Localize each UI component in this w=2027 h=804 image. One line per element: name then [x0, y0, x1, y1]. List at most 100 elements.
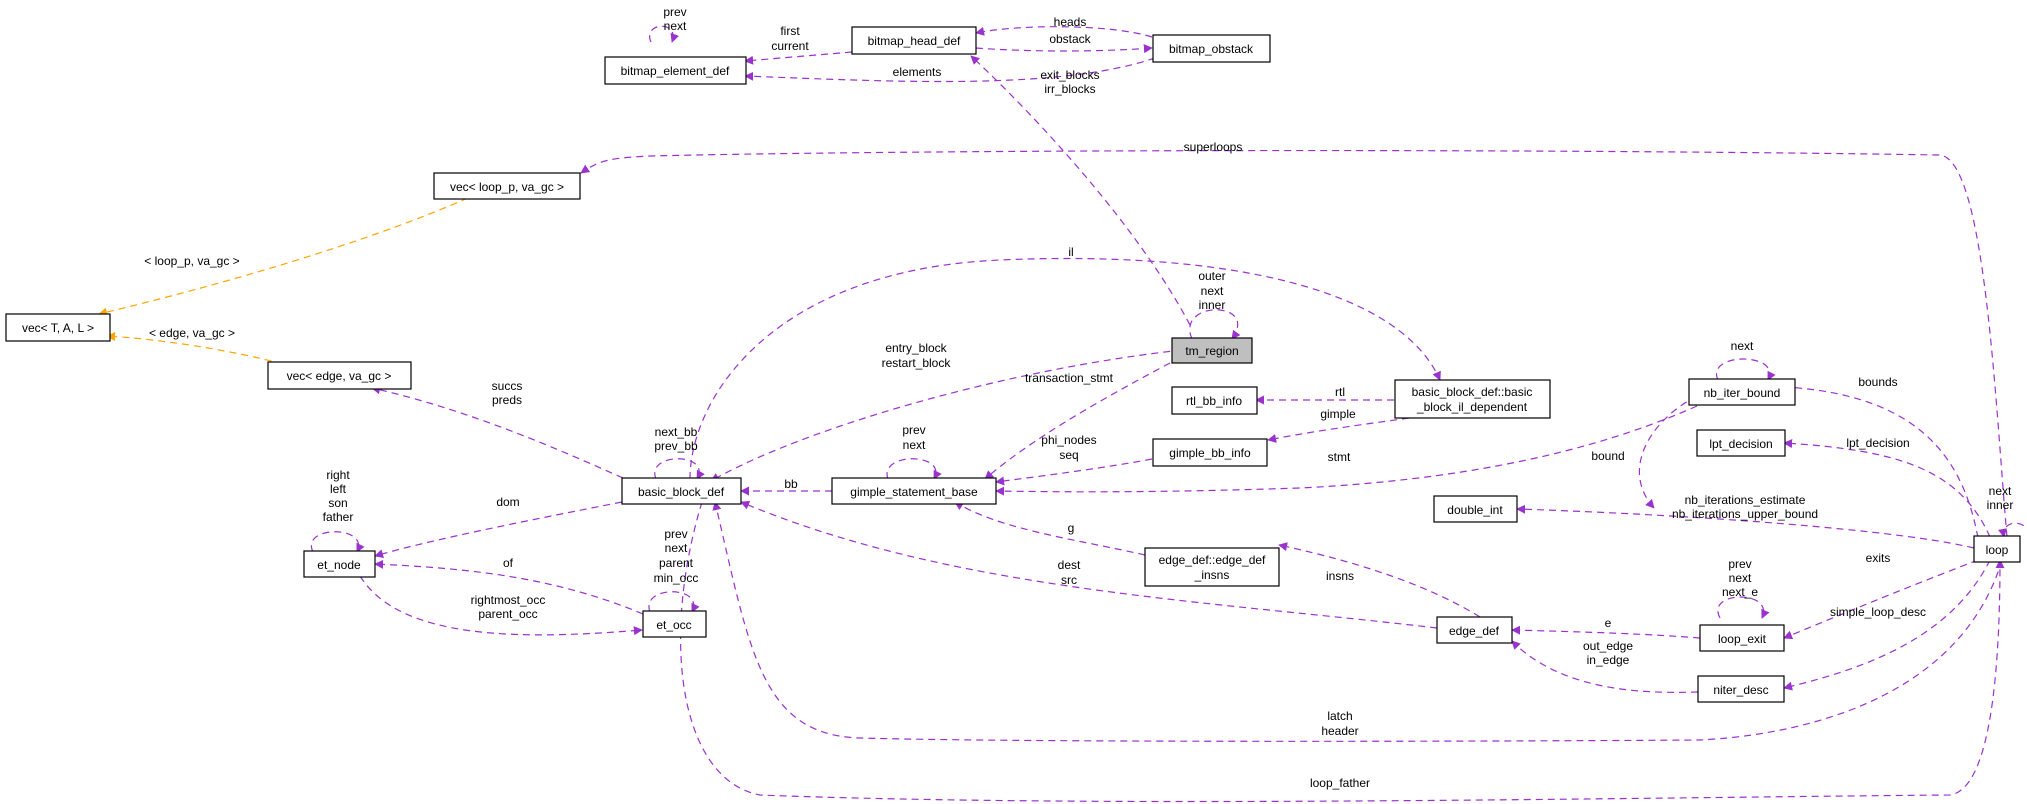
- edge-nb-self: [1715, 358, 1776, 381]
- node-tm-region[interactable]: tm_region: [1171, 337, 1253, 364]
- edge-bb-self: [654, 458, 705, 480]
- node-gimple-statement-base[interactable]: gimple_statement_base: [831, 477, 997, 505]
- edge-first-current: [744, 51, 853, 65]
- label-bound: bound: [1591, 449, 1624, 463]
- edge-entry-restart: [710, 349, 1183, 482]
- node-lpt-decision[interactable]: lpt_decision: [1696, 429, 1786, 457]
- edge-nb-estimate: [1516, 504, 1975, 549]
- node-rtl-bb-info[interactable]: rtl_bb_info: [1171, 386, 1258, 415]
- edge-of: [374, 559, 644, 615]
- node-nb-iter-bound[interactable]: nb_iter_bound: [1688, 378, 1796, 406]
- svg-text:rtl_bb_info: rtl_bb_info: [1186, 394, 1242, 408]
- svg-text:et_occ: et_occ: [656, 618, 691, 632]
- svg-text:nb_iter_bound: nb_iter_bound: [1704, 386, 1781, 400]
- edge-rightmost-parent: [359, 575, 643, 636]
- label-nb-next: next: [1731, 339, 1754, 353]
- edge-tm-self: [1189, 309, 1241, 340]
- node-basic-block-def[interactable]: basic_block_def: [621, 477, 742, 505]
- edge-g: [954, 501, 1146, 556]
- label-transaction-stmt: transaction_stmt: [1025, 371, 1114, 385]
- edge-et-self: [310, 531, 365, 553]
- edge-gsb-self: [886, 458, 942, 480]
- node-et-node[interactable]: et_node: [303, 550, 376, 578]
- edge-e: [1511, 625, 1701, 639]
- edge-vec-loop-tmpl: [98, 197, 469, 317]
- svg-text:edge_def: edge_def: [1449, 624, 1500, 638]
- node-basic-block-il-dependent[interactable]: basic_block_def::basic _block_il_depende…: [1394, 379, 1551, 419]
- svg-text:vec< T, A, L >: vec< T, A, L >: [22, 321, 94, 335]
- svg-text:tm_region: tm_region: [1185, 344, 1238, 358]
- svg-text:loop_exit: loop_exit: [1718, 632, 1767, 646]
- node-edge-def-insns[interactable]: edge_def::edge_def _insns: [1144, 547, 1280, 587]
- edge-exits: [1783, 559, 1979, 640]
- label-dom: dom: [496, 495, 519, 509]
- svg-text:bitmap_obstack: bitmap_obstack: [1169, 42, 1254, 56]
- node-double-int[interactable]: double_int: [1433, 495, 1518, 523]
- edge-exit-self: [1717, 596, 1770, 619]
- node-vec-t-a-l[interactable]: vec< T, A, L >: [5, 313, 111, 342]
- svg-text:basic_block_def::basic: basic_block_def::basic: [1412, 385, 1533, 399]
- edge-transaction-stmt: [984, 362, 1171, 480]
- label-elements: elements: [893, 65, 942, 79]
- label-loop-father: loop_father: [1310, 776, 1370, 790]
- label-superloops: superloops: [1184, 140, 1243, 154]
- node-gimple-bb-info[interactable]: gimple_bb_info: [1152, 438, 1268, 467]
- svg-text:vec< edge, va_gc >: vec< edge, va_gc >: [287, 369, 392, 383]
- label-loop-p-template: < loop_p, va_gc >: [144, 254, 239, 268]
- edge-exit-irr: [970, 55, 1191, 326]
- edge-out-in-edge: [1511, 640, 1699, 693]
- svg-text:niter_desc: niter_desc: [1713, 683, 1768, 697]
- edge-dest-src: [740, 500, 1438, 629]
- edge-latch-header: [712, 501, 2003, 742]
- svg-text:lpt_decision: lpt_decision: [1709, 437, 1772, 451]
- edge-heads: [975, 26, 1153, 38]
- label-bb: bb: [784, 477, 798, 491]
- edge-loop-father: [679, 501, 2005, 803]
- node-niter-desc[interactable]: niter_desc: [1697, 675, 1785, 703]
- edge-superloops: [580, 149, 2008, 538]
- node-bitmap-head-def[interactable]: bitmap_head_def: [851, 26, 977, 55]
- svg-text:_block_il_dependent: _block_il_dependent: [1416, 400, 1528, 414]
- label-exits: exits: [1866, 551, 1891, 565]
- label-bounds: bounds: [1858, 375, 1897, 389]
- edge-bound: [1638, 395, 1698, 509]
- label-of: of: [503, 556, 514, 570]
- label-edge-template: < edge, va_gc >: [149, 326, 235, 340]
- svg-text:gimple_statement_base: gimple_statement_base: [850, 485, 978, 499]
- svg-text:et_node: et_node: [317, 558, 361, 572]
- svg-text:edge_def::edge_def: edge_def::edge_def: [1159, 553, 1266, 567]
- node-bitmap-element-def[interactable]: bitmap_element_def: [604, 56, 747, 85]
- label-e: e: [1605, 616, 1612, 630]
- label-insns: insns: [1326, 569, 1354, 583]
- node-vec-loop-p-va-gc[interactable]: vec< loop_p, va_gc >: [433, 172, 581, 200]
- edge-vec-edge-tmpl: [106, 331, 284, 365]
- svg-text:basic_block_def: basic_block_def: [638, 485, 725, 499]
- svg-text:bitmap_head_def: bitmap_head_def: [868, 34, 961, 48]
- node-loop-exit[interactable]: loop_exit: [1699, 624, 1785, 652]
- node-vec-edge-va-gc[interactable]: vec< edge, va_gc >: [267, 361, 412, 390]
- node-bitmap-obstack[interactable]: bitmap_obstack: [1152, 34, 1271, 63]
- node-edge-def[interactable]: edge_def: [1436, 616, 1513, 644]
- node-loop[interactable]: loop: [1973, 535, 2021, 563]
- edge-succs-preds: [371, 385, 624, 479]
- edge-gimple: [1267, 417, 1410, 443]
- node-et-occ[interactable]: et_occ: [642, 610, 707, 638]
